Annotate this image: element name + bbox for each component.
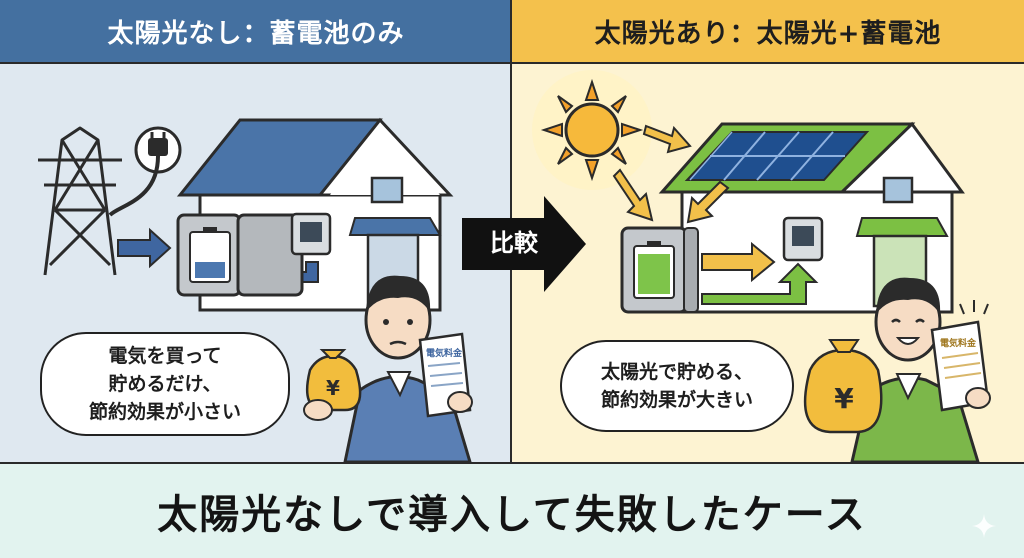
right-bubble-line-1: 太陽光で貯める、	[600, 361, 753, 383]
left-panel-title: 太陽光なし：蓄電池のみ	[0, 0, 510, 64]
sun-icon	[532, 70, 652, 190]
compare-label: 比較	[490, 229, 538, 257]
solar-panel-icon	[684, 131, 870, 181]
left-bubble-line-3: 節約効果が小さい	[88, 401, 241, 423]
bottom-banner: 太陽光なしで導入して失敗したケース	[0, 462, 1024, 558]
left-speech-bubble: 電気を買って 貯めるだけ、 節約効果が小さい	[40, 332, 290, 436]
meter-icon	[782, 216, 824, 262]
right-panel-title: 太陽光あり：太陽光+蓄電池	[512, 0, 1024, 64]
compare-arrow-icon	[462, 196, 586, 292]
bill-label: 電気料金	[940, 337, 977, 349]
right-speech-bubble: 太陽光で貯める、 節約効果が大きい	[560, 340, 794, 432]
sun-to-panel-arrow-icon	[642, 124, 692, 154]
right-bubble-line-2: 節約効果が大きい	[600, 389, 753, 411]
sparkle-icon	[972, 514, 996, 538]
meter-icon	[290, 212, 332, 256]
panel-to-battery-arrow-icon	[686, 180, 730, 224]
left-bubble-line-1: 電気を買って	[108, 345, 222, 367]
bill-document-icon: 電気料金	[930, 300, 991, 412]
yen-symbol: ¥	[834, 382, 854, 415]
battery-to-meter-arrow-icon	[701, 241, 776, 283]
right-scene: ¥ 電気料金	[532, 70, 991, 462]
right-panel: 太陽光あり：太陽光+蓄電池	[512, 0, 1024, 462]
plug-icon	[108, 126, 182, 217]
arrow-to-battery-icon	[117, 227, 172, 269]
bill-document-icon: 電気料金	[418, 332, 473, 418]
money-bag-icon: ¥	[303, 349, 362, 421]
power-tower-icon	[38, 126, 122, 276]
yen-symbol: ¥	[326, 376, 340, 400]
man-icon	[850, 277, 980, 462]
main-caption: 太陽光なしで導入して失敗したケース	[157, 492, 867, 538]
money-bag-icon: ¥	[803, 339, 883, 434]
battery-icon	[620, 226, 699, 314]
bill-label: 電気料金	[426, 347, 463, 359]
battery-to-house-arrow-icon	[701, 262, 819, 305]
left-bubble-line-2: 貯めるだけ、	[108, 373, 222, 395]
sun-to-battery-arrow-icon	[612, 168, 654, 222]
left-panel: 太陽光なし：蓄電池のみ	[0, 0, 512, 462]
left-scene: ¥ 電気料金	[38, 117, 473, 462]
battery-icon	[176, 213, 304, 297]
